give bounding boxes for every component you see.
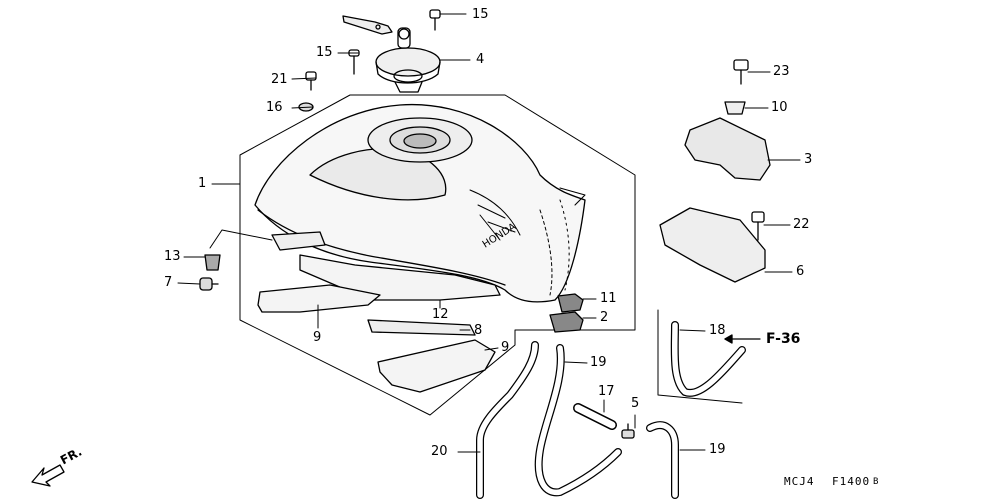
hose-19-left-inner xyxy=(536,345,621,496)
footer-figure-code: F1400 xyxy=(832,475,871,488)
callout-20: 20 xyxy=(431,444,448,459)
callout-11: 11 xyxy=(600,291,617,306)
bolt-22 xyxy=(751,211,765,241)
callout-15a: 15 xyxy=(472,7,489,22)
hose-17-inner xyxy=(574,404,616,429)
callout-7: 7 xyxy=(164,275,173,290)
rubber-9-bottom xyxy=(377,339,496,393)
fuel-cap-assembly xyxy=(342,15,441,93)
hose-20-inner xyxy=(477,342,538,498)
callout-9b: 9 xyxy=(501,340,510,355)
bracket-tank xyxy=(271,231,326,251)
bracket-6 xyxy=(659,207,766,283)
grommet-13 xyxy=(204,254,221,271)
hose-19-right-inner xyxy=(647,422,678,498)
callout-10: 10 xyxy=(771,100,788,115)
callout-4: 4 xyxy=(476,52,485,67)
collar-7 xyxy=(199,277,219,291)
rubber-8 xyxy=(367,319,476,336)
callout-13: 13 xyxy=(164,249,181,264)
hose-frame xyxy=(657,309,743,404)
hose-18-inner xyxy=(671,322,745,396)
callout-8: 8 xyxy=(474,323,483,338)
reference-f36: F-36 xyxy=(766,331,801,347)
callout-22: 22 xyxy=(793,217,810,232)
callout-6: 6 xyxy=(796,264,805,279)
callout-16: 16 xyxy=(266,100,283,115)
callout-23: 23 xyxy=(773,64,790,79)
front-direction-arrow-icon xyxy=(31,464,65,487)
callout-3: 3 xyxy=(804,152,813,167)
group-frame xyxy=(239,94,636,416)
callout-9a: 9 xyxy=(313,330,322,345)
rubber-2 xyxy=(549,311,584,333)
callout-15b: 15 xyxy=(316,45,333,60)
footer-model-code: MCJ4 xyxy=(784,475,815,488)
callout-5: 5 xyxy=(631,396,640,411)
collar-10 xyxy=(724,101,746,115)
bolt-21 xyxy=(305,71,317,91)
callout-19a: 19 xyxy=(590,355,607,370)
footer-figure-suffix: B xyxy=(873,477,880,487)
callout-12: 12 xyxy=(432,307,449,322)
callout-2: 2 xyxy=(600,310,609,325)
clip-5 xyxy=(621,423,635,439)
callout-1: 1 xyxy=(198,176,207,191)
bolt-23 xyxy=(733,59,749,85)
rubber-11 xyxy=(557,293,584,313)
callout-19b: 19 xyxy=(709,442,726,457)
callout-17: 17 xyxy=(598,384,615,399)
bracket-3 xyxy=(684,117,771,181)
bolt-15-top xyxy=(429,9,441,31)
rubber-9-left xyxy=(257,284,381,313)
callout-21: 21 xyxy=(271,72,288,87)
fuel-tank: HONDA xyxy=(254,103,586,303)
callout-18: 18 xyxy=(709,323,726,338)
bolt-15-mid xyxy=(348,49,360,75)
